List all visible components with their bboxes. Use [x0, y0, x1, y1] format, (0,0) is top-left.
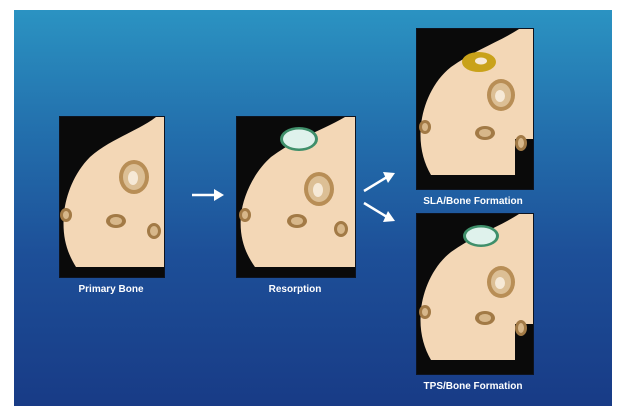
arrow-up-right-icon [361, 170, 397, 194]
panel-primary-bone [59, 116, 165, 278]
osteon-small-2 [147, 223, 161, 239]
panel-label-tps-bone-formation: TPS/Bone Formation [398, 381, 548, 392]
osteon-small-1 [287, 214, 307, 228]
arrow-right-icon [190, 188, 226, 202]
osteon-large [487, 266, 515, 298]
sla-bone-formation-illustration [417, 29, 533, 189]
tps-bone-formation-illustration [417, 214, 533, 374]
osteon-edge [419, 305, 431, 319]
panel-label-primary-bone: Primary Bone [59, 284, 163, 295]
osteon-edge [60, 208, 72, 222]
osteon-large [304, 172, 334, 206]
osteon-small-2 [515, 135, 527, 151]
panel-resorption [236, 116, 356, 278]
diagram-slide: Primary Bone [14, 10, 612, 406]
panel-label-resorption: Resorption [236, 284, 354, 295]
osteon-small-2 [515, 320, 527, 336]
new-bone-formation [462, 52, 496, 72]
panel-label-sla-bone-formation: SLA/Bone Formation [398, 196, 548, 207]
osteon-small-1 [475, 311, 495, 325]
resorption-illustration [237, 117, 355, 277]
osteon-large [487, 79, 515, 111]
resorption-cavity [463, 225, 499, 247]
panel-tps-bone-formation [416, 213, 534, 375]
primary-bone-illustration [60, 117, 164, 277]
arrow-down-right-icon [361, 200, 397, 224]
osteon-edge [419, 120, 431, 134]
osteon-large [119, 160, 149, 194]
osteon-small-2 [334, 221, 348, 237]
resorption-cavity [280, 127, 318, 151]
panel-sla-bone-formation [416, 28, 534, 190]
osteon-small-1 [475, 126, 495, 140]
osteon-small-1 [106, 214, 126, 228]
osteon-edge [239, 208, 251, 222]
